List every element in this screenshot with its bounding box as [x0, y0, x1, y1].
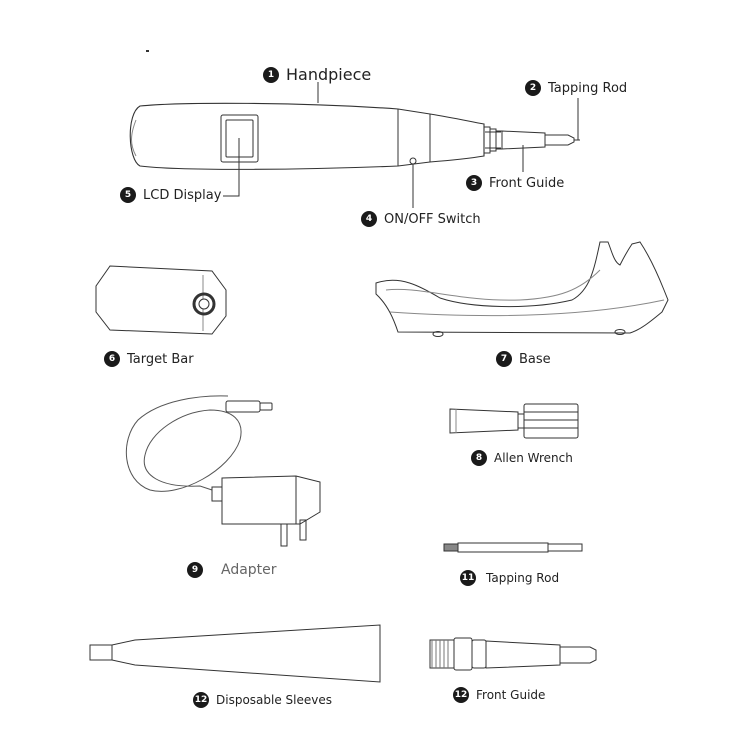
- tapping-rod-illustration: [443, 542, 583, 553]
- label-front-guide-top: 3 Front Guide: [466, 175, 564, 191]
- label-text: Tapping Rod: [548, 80, 628, 96]
- label-lcd-display: 5 LCD Display: [120, 187, 221, 203]
- handpiece-illustration: [129, 82, 580, 208]
- allen-wrench-illustration: [449, 403, 579, 439]
- label-tapping-rod: 11 Tapping Rod: [460, 570, 559, 586]
- number-badge: 8: [471, 450, 487, 466]
- label-text: Disposable Sleeves: [216, 693, 332, 707]
- front-guide-illustration: [429, 637, 597, 671]
- number-badge: 6: [104, 351, 120, 367]
- label-text: ON/OFF Switch: [384, 211, 481, 227]
- label-text: Handpiece: [286, 65, 372, 84]
- label-base: 7 Base: [496, 351, 551, 367]
- label-text: Front Guide: [489, 175, 565, 191]
- label-text: Tapping Rod: [486, 571, 560, 585]
- label-text: Allen Wrench: [494, 451, 573, 465]
- base-illustration: [375, 241, 669, 337]
- label-text: Base: [519, 351, 551, 367]
- label-disposable-sleeves: 12 Disposable Sleeves: [193, 692, 332, 708]
- label-text: Adapter: [221, 562, 277, 578]
- label-adapter: 9 Adapter: [187, 562, 277, 578]
- number-badge: 4: [361, 211, 377, 227]
- number-badge: 1: [263, 66, 279, 83]
- label-front-guide: 12 Front Guide: [453, 687, 545, 703]
- target-bar-illustration: [95, 265, 227, 335]
- number-badge: 3: [466, 175, 482, 191]
- number-badge: 5: [120, 187, 136, 203]
- label-handpiece: 1 Handpiece: [263, 65, 371, 84]
- number-badge: 11: [460, 570, 476, 586]
- number-badge: 12: [453, 687, 469, 703]
- number-badge: 9: [187, 562, 203, 578]
- label-tapping-rod-top: 2 Tapping Rod: [525, 80, 627, 96]
- label-allen-wrench: 8 Allen Wrench: [471, 450, 573, 466]
- label-text: Target Bar: [127, 351, 194, 367]
- label-target-bar: 6 Target Bar: [104, 351, 194, 367]
- sleeve-illustration: [89, 624, 381, 683]
- number-badge: 7: [496, 351, 512, 367]
- number-badge: 12: [193, 692, 209, 708]
- label-text: LCD Display: [143, 187, 222, 203]
- label-text: Front Guide: [476, 688, 546, 702]
- number-badge: 2: [525, 80, 541, 96]
- label-on-off-switch: 4 ON/OFF Switch: [361, 211, 481, 227]
- adapter-illustration: [125, 395, 321, 547]
